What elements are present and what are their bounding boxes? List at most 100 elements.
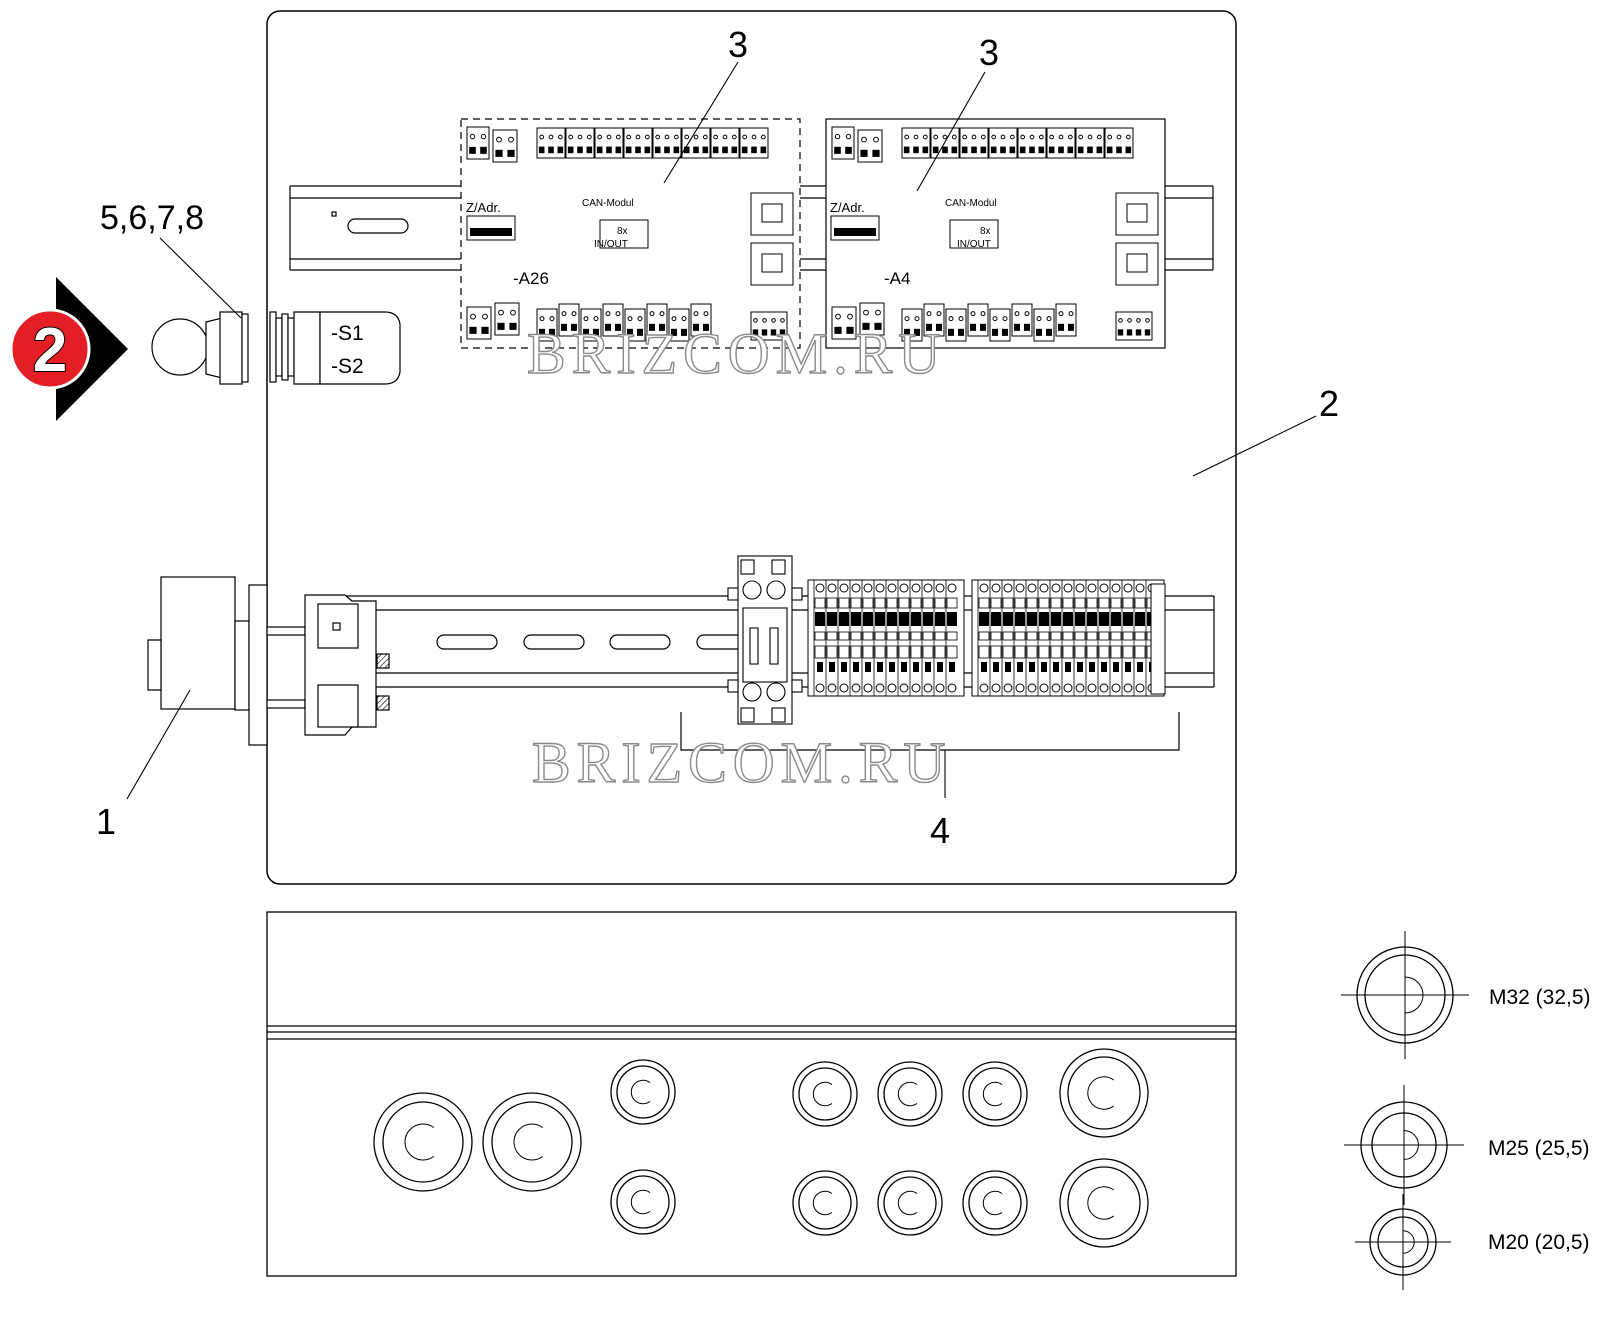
rj45-port <box>750 192 794 286</box>
gland-label-m20: M20 (20,5) <box>1488 1231 1590 1254</box>
gland-hole <box>792 1061 858 1127</box>
ic-chip <box>599 219 649 249</box>
terminal-connector <box>967 303 989 337</box>
terminal-connector <box>1011 303 1033 337</box>
module-a26-title: CAN-Modul <box>582 198 634 209</box>
terminal-connector <box>901 308 923 342</box>
terminal-connector <box>536 308 558 342</box>
power-terminal-block <box>727 555 803 725</box>
enclosure-front-panel <box>266 10 1237 885</box>
leader-lines <box>126 61 1317 800</box>
module-a4-io-count: 8x <box>980 226 991 237</box>
terminal-connector <box>1046 127 1076 159</box>
terminal-connector <box>652 127 682 159</box>
gland-hole <box>877 1061 943 1127</box>
terminal-connector <box>466 126 490 160</box>
terminal-connector <box>923 303 945 337</box>
callout-1: 1 <box>96 801 116 842</box>
gland-legend <box>1341 931 1469 1290</box>
marker-label: 2 <box>33 316 67 385</box>
terminal-connector <box>668 308 690 342</box>
terminal-strip <box>807 579 1166 697</box>
watermark-top: BRIZCOM.RU <box>527 321 946 386</box>
terminal-connector <box>739 127 769 159</box>
module-a26-addr-label: Z/Adr. <box>466 200 501 215</box>
terminal-connector <box>859 302 885 336</box>
gland-hole <box>792 1170 858 1236</box>
callout-3-a4: 3 <box>979 32 999 73</box>
terminal-connector <box>1075 127 1105 159</box>
module-a4-designation: -A4 <box>884 269 910 288</box>
gland-hole <box>1059 1158 1149 1248</box>
gland-hole <box>962 1170 1028 1236</box>
terminal-connector <box>594 127 624 159</box>
callout-5678: 5,6,7,8 <box>100 199 204 237</box>
gland-hole <box>610 1059 676 1125</box>
terminal-connector <box>494 302 520 336</box>
module-a26-io-label: IN/OUT <box>594 239 628 250</box>
bracket-4 <box>680 712 1180 751</box>
gland-legend-symbol <box>1355 1194 1451 1290</box>
ic-chip <box>949 219 999 249</box>
gland-hole <box>1059 1048 1149 1138</box>
callout-4: 4 <box>930 810 950 851</box>
gland-hole <box>482 1092 582 1192</box>
main-switch <box>147 576 306 746</box>
dip-switch <box>830 215 880 241</box>
gland-hole <box>962 1061 1028 1127</box>
terminal-connector <box>857 129 883 163</box>
terminal-connector <box>558 303 580 337</box>
terminal-connector <box>536 127 566 159</box>
callout-2: 2 <box>1319 383 1339 424</box>
gland-legend-symbol <box>1344 1085 1464 1205</box>
dip-switch <box>466 215 516 241</box>
terminal-connector <box>831 126 855 160</box>
marker-2: 2 <box>9 277 128 421</box>
rj45-port <box>1115 192 1159 286</box>
gland-legend-symbol <box>1341 931 1469 1059</box>
switch-label-s2: -S2 <box>331 355 364 378</box>
terminal-connector <box>1055 303 1077 337</box>
module-a4-addr-label: Z/Adr. <box>830 200 865 215</box>
terminal-connector <box>580 308 602 342</box>
watermark-bottom: BRIZCOM.RU <box>532 730 951 795</box>
module-a4-io-label: IN/OUT <box>957 239 991 250</box>
gland-hole <box>877 1170 943 1236</box>
rail-end-clamp <box>304 594 390 736</box>
terminal-connector <box>623 127 653 159</box>
terminal-connector <box>1017 127 1047 159</box>
gland-label-m25: M25 (25,5) <box>1488 1137 1590 1160</box>
terminal-connector <box>646 303 668 337</box>
terminal-connector <box>710 127 740 159</box>
switch-label-s1: -S1 <box>331 322 364 345</box>
module-a26-designation: -A26 <box>513 269 549 288</box>
terminal-connector <box>1115 311 1153 341</box>
module-a4-title: CAN-Modul <box>945 198 997 209</box>
terminal-connector <box>602 303 624 337</box>
terminal-connector <box>690 303 712 337</box>
gland-label-m32: M32 (32,5) <box>1489 986 1591 1009</box>
gland-hole <box>610 1169 676 1235</box>
terminal-connector <box>681 127 711 159</box>
terminal-connector <box>1033 308 1055 342</box>
terminal-connector <box>945 308 967 342</box>
module-a26-io-count: 8x <box>617 226 628 237</box>
terminal-connector <box>988 127 1018 159</box>
can-module-a4 <box>825 118 1166 349</box>
terminal-connector <box>1104 127 1134 159</box>
callout-3-a26: 3 <box>728 24 748 65</box>
terminal-connector <box>831 306 857 340</box>
terminal-connector <box>492 129 518 163</box>
cable-gland-holes <box>373 1048 1149 1248</box>
enclosure-bottom-view <box>266 911 1237 1277</box>
selector-switch <box>151 311 401 385</box>
terminal-connector <box>750 311 788 341</box>
terminal-connector <box>959 127 989 159</box>
terminal-connector <box>466 306 492 340</box>
terminal-connector <box>989 308 1011 342</box>
gland-hole <box>373 1092 473 1192</box>
terminal-connector <box>624 308 646 342</box>
terminal-connector <box>565 127 595 159</box>
terminal-connector <box>901 127 931 159</box>
